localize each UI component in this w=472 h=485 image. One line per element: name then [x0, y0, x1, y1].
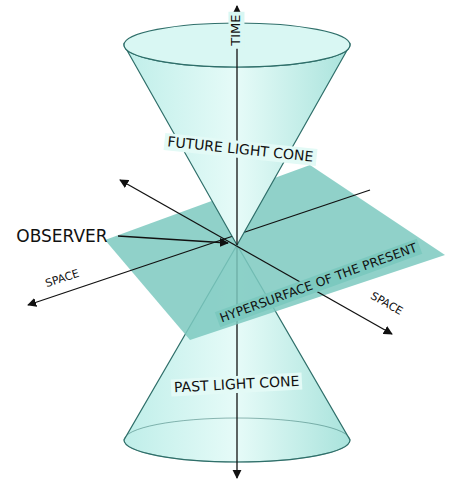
axis-label: SPACE	[368, 290, 404, 318]
axis-label: TIME	[229, 11, 245, 48]
observer-pointer	[118, 236, 228, 243]
hypersurface-plane	[105, 165, 445, 340]
axis-label: SPACE	[44, 268, 81, 290]
observer-label: OBSERVER	[16, 227, 107, 246]
